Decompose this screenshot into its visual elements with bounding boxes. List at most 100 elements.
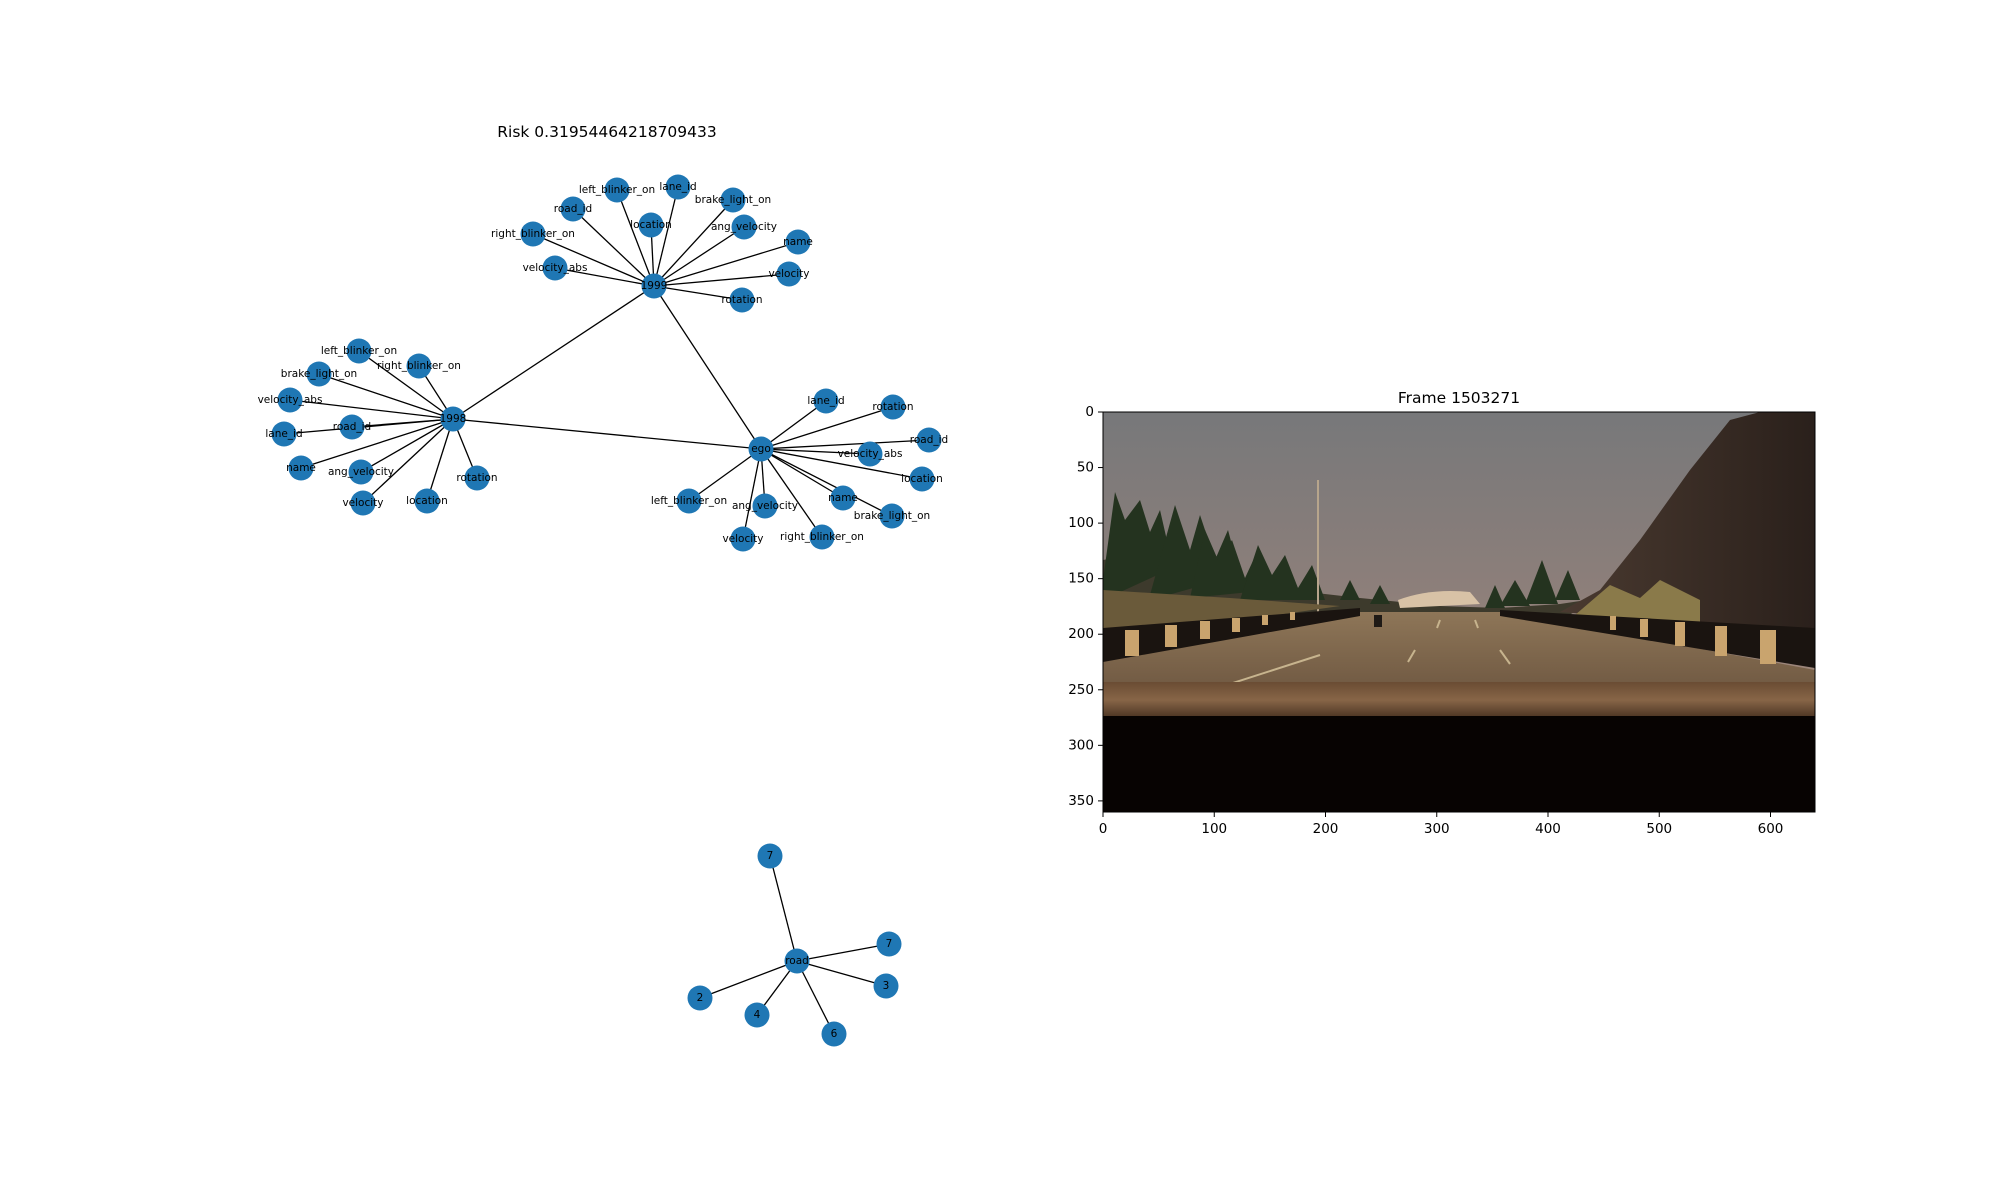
- graph-node: brake_light_on: [695, 187, 771, 213]
- graph-node: road_id: [333, 414, 371, 440]
- graph-node-circle: [879, 503, 905, 529]
- graph-node-label: right_blinker_on: [377, 360, 461, 372]
- graph-node-circle: [729, 287, 755, 313]
- graph-node: velocity: [722, 526, 764, 552]
- graph-node: location: [630, 212, 672, 238]
- graph-node-circle: [748, 436, 774, 462]
- graph-node-circle: [339, 414, 365, 440]
- graph-node-label: name: [286, 462, 316, 474]
- graph-node-circle: [560, 196, 586, 222]
- graph-node: road: [784, 948, 810, 974]
- graph-node-circle: [916, 427, 942, 453]
- graph-node-label: left_blinker_on: [579, 184, 655, 196]
- graph-node-label: velocity: [722, 533, 763, 545]
- graph-node: 1999: [641, 273, 668, 299]
- graph-node-label: road: [785, 955, 809, 967]
- y-tick-label: 50: [1077, 460, 1094, 476]
- graph-node-label: ang_velocity: [732, 500, 798, 512]
- graph-node-label: location: [406, 495, 448, 507]
- graph-edge: [742, 448, 762, 540]
- graph-node-label: lane_id: [807, 395, 844, 407]
- graph-edge: [653, 285, 762, 450]
- graph-node-label: brake_light_on: [695, 194, 771, 206]
- graph-node: ang_velocity: [328, 459, 394, 485]
- graph-node-label: road_id: [910, 434, 948, 446]
- graph-node: left_blinker_on: [651, 488, 727, 514]
- graph-node-label: 7: [886, 938, 893, 950]
- graph-node: right_blinker_on: [491, 221, 575, 247]
- graph-node-circle: [406, 353, 432, 379]
- x-tick-label: 200: [1313, 821, 1339, 837]
- graph-node-label: 1999: [641, 280, 668, 292]
- graph-node: ego: [748, 436, 774, 462]
- graph-edge: [760, 448, 823, 538]
- graph-node-label: ang_velocity: [711, 221, 777, 233]
- graph-node: velocity_abs: [838, 441, 902, 467]
- graph-node: road_id: [554, 196, 592, 222]
- graph-node-circle: [271, 421, 297, 447]
- graph-node-label: location: [630, 219, 672, 231]
- graph-edge: [318, 373, 454, 420]
- graph-node: 6: [821, 1021, 847, 1047]
- graph-node-label: ego: [751, 443, 771, 455]
- graph-edge: [289, 399, 454, 420]
- y-tick-label: 300: [1068, 737, 1094, 753]
- graph-node: rotation: [721, 287, 763, 313]
- graph-node-circle: [873, 973, 899, 999]
- graph-edge: [532, 233, 655, 287]
- graph-node: rotation: [872, 394, 914, 420]
- frame-title: Frame 1503271: [1398, 389, 1520, 407]
- graph-node: 7: [876, 931, 902, 957]
- graph-edge: [769, 855, 798, 962]
- graph-node: right_blinker_on: [377, 353, 461, 379]
- graph-node-label: 6: [831, 1028, 838, 1040]
- graph-node-circle: [687, 985, 713, 1011]
- y-tick-label: 0: [1085, 404, 1094, 420]
- graph-node: lane_id: [807, 388, 845, 414]
- graph-edge: [760, 400, 827, 450]
- graph-node-circle: [720, 187, 746, 213]
- graph-node-circle: [813, 388, 839, 414]
- graph-node-circle: [784, 948, 810, 974]
- graph-node-label: ang_velocity: [328, 466, 394, 478]
- graph-node-label: right_blinker_on: [491, 228, 575, 240]
- graph-node-circle: [744, 1002, 770, 1028]
- graph-node-circle: [809, 524, 835, 550]
- graph-edge: [760, 448, 844, 499]
- graph-node-circle: [604, 177, 630, 203]
- graph-node-circle: [288, 455, 314, 481]
- graph-edge: [760, 448, 923, 480]
- graph-edge: [796, 960, 887, 987]
- graph-node: left_blinker_on: [321, 338, 397, 364]
- x-tick-label: 0: [1099, 821, 1108, 837]
- graph-edge: [699, 960, 798, 999]
- graph-node-circle: [414, 488, 440, 514]
- graph-node: 3: [873, 973, 899, 999]
- x-tick-label: 100: [1201, 821, 1227, 837]
- graph-node-circle: [350, 490, 376, 516]
- graph-node-label: name: [783, 236, 813, 248]
- graph-node: 7: [757, 843, 783, 869]
- graph-node-label: 7: [767, 850, 774, 862]
- graph-edge: [653, 273, 790, 287]
- graph-node-circle: [821, 1021, 847, 1047]
- graph-edge: [760, 406, 894, 450]
- graph-node-label: velocity: [342, 497, 383, 509]
- graph-node-circle: [757, 843, 783, 869]
- graph-edge: [300, 418, 454, 469]
- frame-axes-border: [1102, 411, 1816, 813]
- graph-node-label: left_blinker_on: [651, 495, 727, 507]
- graph-node: velocity_abs: [258, 387, 322, 413]
- graph-edge: [796, 943, 890, 962]
- graph-node-label: velocity: [768, 268, 809, 280]
- graph-node-label: left_blinker_on: [321, 345, 397, 357]
- graph-node: velocity: [768, 261, 810, 287]
- graph-node-label: road_id: [333, 421, 371, 433]
- graph-node-label: 2: [697, 992, 704, 1004]
- graph-node: location: [901, 466, 943, 492]
- graph-node-label: right_blinker_on: [780, 531, 864, 543]
- graph-node: name: [783, 229, 813, 255]
- graph-node-circle: [880, 394, 906, 420]
